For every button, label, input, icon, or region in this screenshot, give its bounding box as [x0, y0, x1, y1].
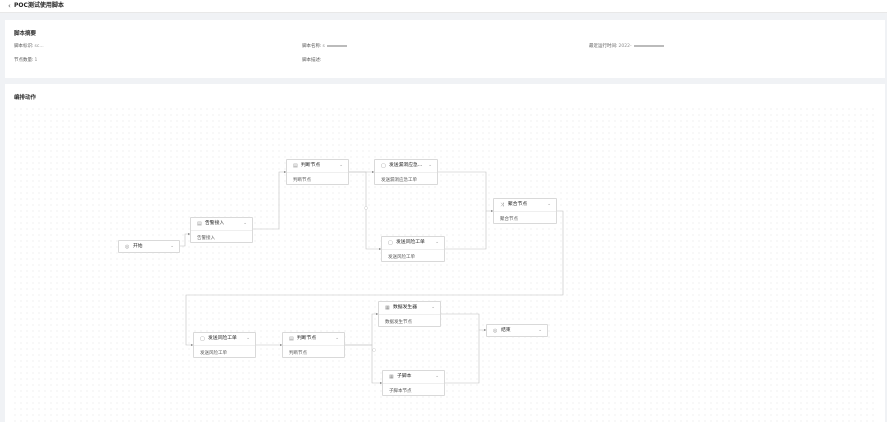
chevron-down-icon[interactable]: ⌄	[435, 374, 439, 379]
chevron-down-icon[interactable]: ⌄	[335, 336, 339, 341]
document-icon: ▢	[381, 163, 386, 169]
list-icon: ▤	[289, 336, 294, 342]
script-desc-field: 脚本描述:	[302, 58, 322, 63]
flow-canvas[interactable]	[12, 106, 878, 422]
node-sub-script[interactable]: ▦ 子脚本 ⌄ 子脚本节点	[382, 370, 445, 396]
chevron-down-icon[interactable]: ⌄	[431, 305, 435, 310]
chevron-down-icon[interactable]: ⌄	[538, 328, 542, 333]
document-icon: ▤	[197, 221, 202, 227]
node-emergency-ticket[interactable]: ▢ 发送漏洞应急... ⌄ 发送漏洞应急工单	[374, 159, 438, 185]
summary-title: 脚本摘要	[14, 31, 37, 37]
merge-icon: ⤨	[500, 202, 505, 208]
node-judge-1[interactable]: ▤ 判断节点 ⌄ 判断节点	[286, 159, 349, 185]
chevron-down-icon[interactable]: ⌄	[170, 244, 174, 249]
summary-card: 脚本摘要 脚本标识:sc... 脚本名称:s 最近运行时间:2022- 节点数量…	[5, 20, 885, 78]
node-start[interactable]: ◎ 开始 ⌄	[118, 240, 180, 253]
script-name-field: 脚本名称:s	[302, 43, 349, 49]
document-icon: ▢	[388, 240, 393, 246]
node-data-generator[interactable]: ▦ 数据发生器 ⌄ 数据发生节点	[378, 301, 441, 327]
masked-value	[633, 44, 664, 47]
page-title: POC测试使用脚本	[14, 2, 64, 9]
grid-icon: ▦	[385, 305, 390, 311]
list-icon: ▤	[293, 163, 298, 169]
script-id-field: 脚本标识:sc...	[14, 44, 44, 49]
node-alarm[interactable]: ▤ 告警接入 ⌄ 告警接入	[190, 217, 253, 243]
top-bar: ‹ POC测试使用脚本	[0, 0, 887, 13]
node-end[interactable]: ◎ 结束 ⌄	[486, 324, 548, 337]
last-run-field: 最近运行时间:2022-	[589, 43, 666, 49]
chevron-down-icon[interactable]: ⌄	[246, 336, 250, 341]
end-circle-icon: ◎	[493, 328, 498, 334]
chevron-down-icon[interactable]: ⌄	[435, 240, 439, 245]
masked-value	[326, 44, 347, 47]
start-circle-icon: ◎	[125, 244, 130, 250]
document-icon: ▢	[200, 336, 205, 342]
chevron-left-icon[interactable]: ‹	[8, 2, 11, 10]
node-count-field: 节点数量:1	[14, 58, 38, 63]
chevron-down-icon[interactable]: ⌄	[547, 202, 551, 207]
grid-icon: ▦	[389, 374, 394, 380]
node-merge[interactable]: ⤨ 聚合节点 ⌄ 聚合节点	[493, 198, 557, 224]
chevron-down-icon[interactable]: ⌄	[339, 163, 343, 168]
chevron-down-icon[interactable]: ⌄	[428, 163, 432, 168]
node-judge-2[interactable]: ▤ 判断节点 ⌄ 判断节点	[282, 332, 345, 358]
chevron-down-icon[interactable]: ⌄	[243, 221, 247, 226]
editor-title: 编排动作	[14, 95, 37, 101]
node-risk-ticket-2[interactable]: ▢ 发送风险工单 ⌄ 发送风险工单	[193, 332, 256, 358]
node-risk-ticket-1[interactable]: ▢ 发送风险工单 ⌄ 发送风险工单	[381, 236, 445, 262]
